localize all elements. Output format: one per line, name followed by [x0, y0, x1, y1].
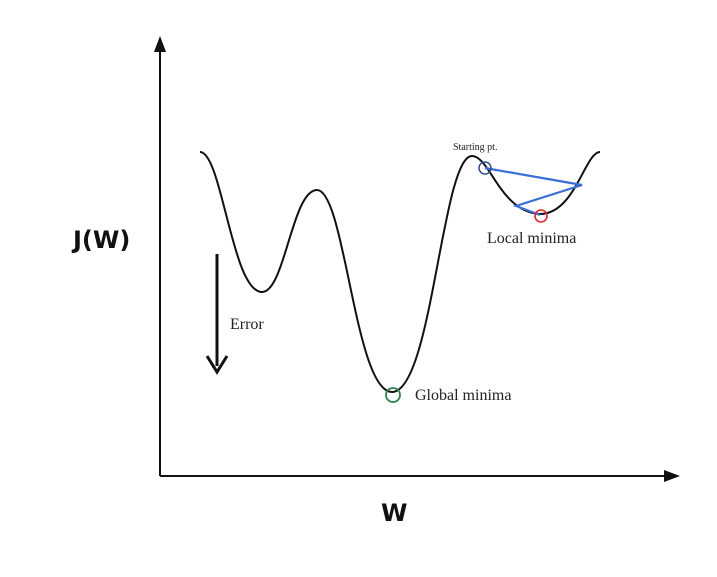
y-axis-label: J(W)	[71, 226, 130, 254]
x-axis-label: W	[381, 499, 407, 527]
starting-point-marker	[478, 161, 492, 175]
global-minimum-marker	[385, 387, 401, 403]
global-minima-label: Global minima	[415, 387, 511, 404]
local-minima-label: Local minima	[487, 230, 576, 247]
descent-path	[484, 166, 583, 217]
starting-point-label: Starting pt.	[453, 142, 497, 153]
local-minimum-marker	[534, 209, 548, 223]
x-axis-arrowhead	[664, 470, 680, 482]
error-arrow-head	[205, 355, 229, 375]
error-label: Error	[230, 316, 264, 333]
y-axis-arrowhead	[154, 36, 166, 52]
error-curve	[199, 151, 601, 394]
